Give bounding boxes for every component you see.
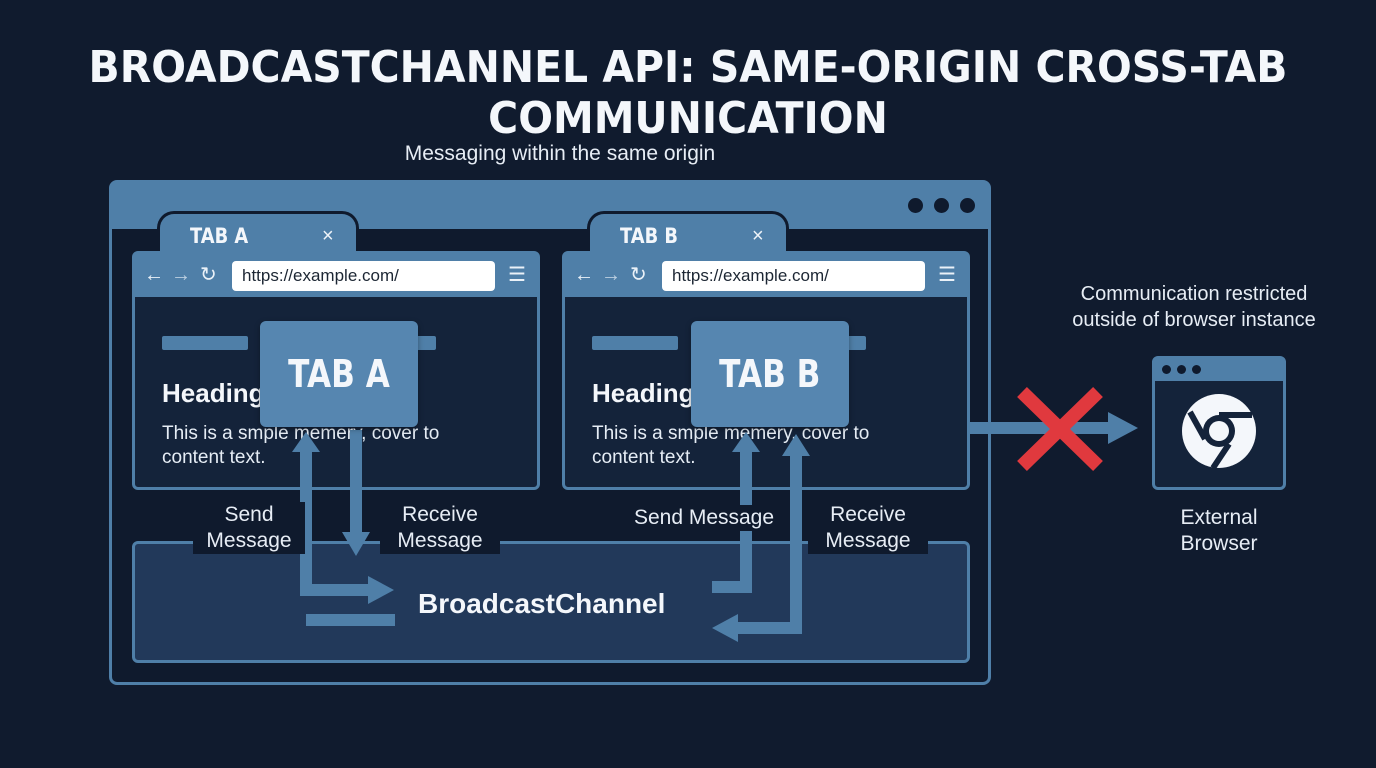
tab-a-label: TAB A	[190, 224, 249, 248]
tab-a-send-arrow	[300, 450, 372, 596]
window-dot-icon	[960, 198, 975, 213]
window-dot-icon	[1177, 365, 1186, 374]
restriction-note: Communication restricted outside of brow…	[1072, 283, 1316, 331]
tab-a-close-icon[interactable]: ×	[322, 225, 334, 247]
tab-b-url-input[interactable]: https://example.com/	[662, 261, 925, 291]
tab-b-body-text: This is a smple memery, cover to content…	[592, 423, 870, 468]
tab-b-receive-arrow	[738, 455, 802, 634]
window-dot-icon	[1162, 365, 1171, 374]
tab-b-send-label: Send Message	[618, 505, 790, 531]
broadcast-channel-box	[132, 541, 970, 663]
back-arrow-icon[interactable]: ←	[574, 264, 594, 286]
placeholder-bar	[846, 336, 866, 350]
reload-icon[interactable]: ↻	[630, 264, 647, 286]
placeholder-bar	[416, 336, 436, 350]
tab-a-receive-arrowhead	[342, 532, 370, 556]
tab-b-send-arrowhead	[732, 432, 760, 452]
chrome-logo-icon	[1182, 394, 1256, 470]
tab-b-card: TAB B	[691, 321, 849, 427]
window-dot-icon	[908, 198, 923, 213]
external-arrowhead	[1108, 412, 1138, 444]
forward-arrow-icon[interactable]: →	[601, 264, 621, 286]
reload-icon[interactable]: ↻	[200, 264, 217, 286]
tab-a-send-arrowhead	[292, 432, 320, 452]
tab-b-channel-arrowhead	[712, 614, 738, 642]
tab-b-label: TAB B	[620, 224, 679, 248]
page-title: BROADCASTCHANNEL API: SAME-ORIGIN CROSS-…	[88, 42, 1288, 144]
tab-b-heading: Heading	[592, 378, 695, 408]
external-browser-titlebar	[1155, 359, 1283, 381]
tab-a-url-input[interactable]: https://example.com/	[232, 261, 495, 291]
tab-a-body-text: This is a smple memery, cover to content…	[162, 423, 440, 468]
back-arrow-icon[interactable]: ←	[144, 264, 164, 286]
tab-b-receive-label: Receive Message	[808, 502, 928, 554]
tab-b-close-icon[interactable]: ×	[752, 225, 764, 247]
forward-arrow-icon[interactable]: →	[171, 264, 191, 286]
tab-b-send-arrow	[712, 450, 752, 593]
placeholder-bar	[592, 336, 678, 350]
tab-b-receive-arrowhead	[782, 434, 810, 456]
tab-a-heading: Heading	[162, 378, 265, 408]
tab-a-send-label: Send Message	[193, 502, 305, 554]
tab-a-channel-arrowhead	[368, 576, 394, 604]
tab-b-card-label: TAB B	[719, 352, 821, 396]
tab-a-receive-label: Receive Message	[380, 502, 500, 554]
tab-b[interactable]	[590, 214, 786, 258]
blocked-x-icon	[1017, 386, 1103, 472]
tab-a-card-label: TAB A	[288, 352, 390, 396]
external-browser-label: External Browser	[1180, 506, 1258, 555]
menu-icon[interactable]: ☰	[938, 264, 956, 286]
window-dot-icon	[1192, 365, 1201, 374]
window-dot-icon	[934, 198, 949, 213]
placeholder-bar	[162, 336, 248, 350]
tab-a-card: TAB A	[260, 321, 418, 427]
tab-a[interactable]	[160, 214, 356, 258]
subtitle: Messaging within the same origin	[404, 142, 716, 165]
broadcast-channel-label: BroadcastChannel	[418, 588, 666, 619]
menu-icon[interactable]: ☰	[508, 264, 526, 286]
